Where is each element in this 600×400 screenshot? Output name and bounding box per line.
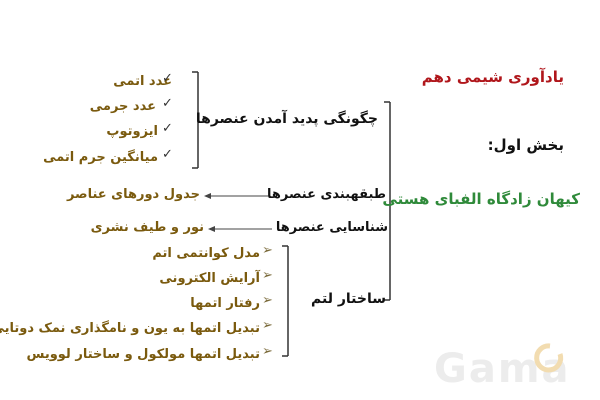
section-label: بخش اول: [487,136,564,154]
checkmark-icon: ✓ [162,96,173,111]
arrowhead-bullet-icon: ➢ [262,268,273,283]
list-item: ایزوتوپ [106,124,158,139]
page-title: یادآوری شیمی دهم [421,68,564,86]
list-item: میانگین جرم اتمی [43,150,158,165]
checkmark-icon: ✓ [162,147,173,162]
arrowhead-bullet-icon: ➢ [262,243,273,258]
list-item: تبدیل اتمها به یون و نامگذاری نمک دوتایی [0,321,260,336]
list-item: آرایش الکترونی [159,271,260,286]
logo-arc-icon [534,343,564,373]
branch-target-classification: جدول دورهای عناصر [66,187,200,202]
list-item: عدد اتمی [113,74,172,89]
list-item: تبدیل اتمها مولکول و ساختار لوویس [26,347,260,362]
branch-label-identification: شناسایی عنصرها [275,220,388,235]
checkmark-icon: ✓ [162,121,173,136]
list-item: رفتار اتمها [190,296,260,311]
branch-label-structure: ساختار لتم [311,291,386,307]
list-item: عدد جرمی [89,99,156,114]
left-arrow-icon [204,193,211,199]
root-node: کیهان زادگاه الفبای هستی [382,190,580,208]
branch-label-origin: چگونگی پدید آمدن عنصرها [195,111,378,127]
arrowhead-bullet-icon: ➢ [262,344,273,359]
branch-label-classification: طبقهبندی عنصرها [266,187,386,202]
list-item: مدل کوانتمی اتم [152,246,260,261]
arrowhead-bullet-icon: ➢ [262,293,273,308]
checkmark-icon: ✓ [162,71,173,86]
gama-logo: Gama [434,343,569,392]
arrowhead-bullet-icon: ➢ [262,318,273,333]
branch-target-identification: نور و طیف نشری [90,220,204,235]
left-arrow-icon [208,226,215,232]
